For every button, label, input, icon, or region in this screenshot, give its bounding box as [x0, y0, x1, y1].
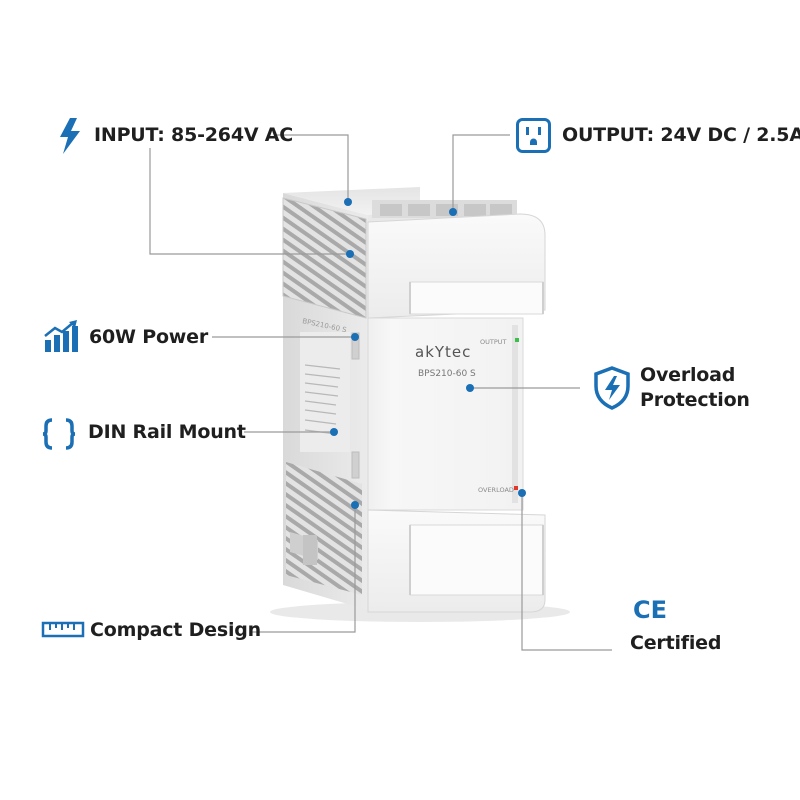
device-front-panel: akYtec BPS210-60 S OUTPUT OVERLOAD [367, 317, 524, 511]
feature-overload-label-line2: Protection [640, 389, 750, 411]
device-model: BPS210-60 S [418, 369, 476, 379]
overload-led [514, 486, 518, 490]
feature-output-label: OUTPUT: 24V DC / 2.5A [562, 124, 800, 146]
dot-certified [518, 489, 526, 497]
ruler-icon [41, 621, 85, 638]
feature-overload-label-line1: Overload [640, 364, 736, 386]
feature-compact-label: Compact Design [90, 619, 261, 641]
bar-chart-growth-icon [44, 320, 78, 352]
device-top-cap [367, 213, 546, 319]
callout-output-line [452, 134, 510, 212]
ce-mark-text: CE [633, 596, 667, 624]
callout-compact-line [250, 505, 356, 633]
dot-power [351, 333, 359, 341]
output-led [515, 338, 519, 342]
output-indicator-label: OUTPUT [480, 338, 507, 346]
callout-dots [330, 198, 526, 509]
feature-power-label: 60W Power [89, 326, 209, 348]
shield-lightning-icon [594, 366, 630, 410]
callout-certified-line [521, 493, 612, 651]
callout-input-line-1 [275, 134, 349, 202]
device-side-panel: BPS210-60 S [282, 193, 368, 610]
feature-din-rail-label: DIN Rail Mount [88, 421, 246, 443]
power-supply-device: BPS210-60 S [270, 187, 570, 622]
power-outlet-icon [516, 118, 551, 153]
dot-input-2 [346, 250, 354, 258]
dot-compact [351, 501, 359, 509]
bracket-icon [42, 418, 76, 450]
device-brand: akYtec [415, 343, 471, 361]
lightning-icon [60, 118, 80, 154]
dot-output [449, 208, 457, 216]
callout-lines [149, 134, 612, 651]
dot-overload [466, 384, 474, 392]
ce-mark-icon: CE [633, 596, 667, 624]
overload-indicator-label: OVERLOAD [478, 486, 514, 494]
feature-certified-label: Certified [630, 632, 722, 654]
dot-input-1 [344, 198, 352, 206]
device-bottom-cap [367, 509, 546, 613]
dot-din [330, 428, 338, 436]
feature-input-label: INPUT: 85-264V AC [94, 124, 294, 146]
callout-input-line-2 [149, 148, 350, 255]
